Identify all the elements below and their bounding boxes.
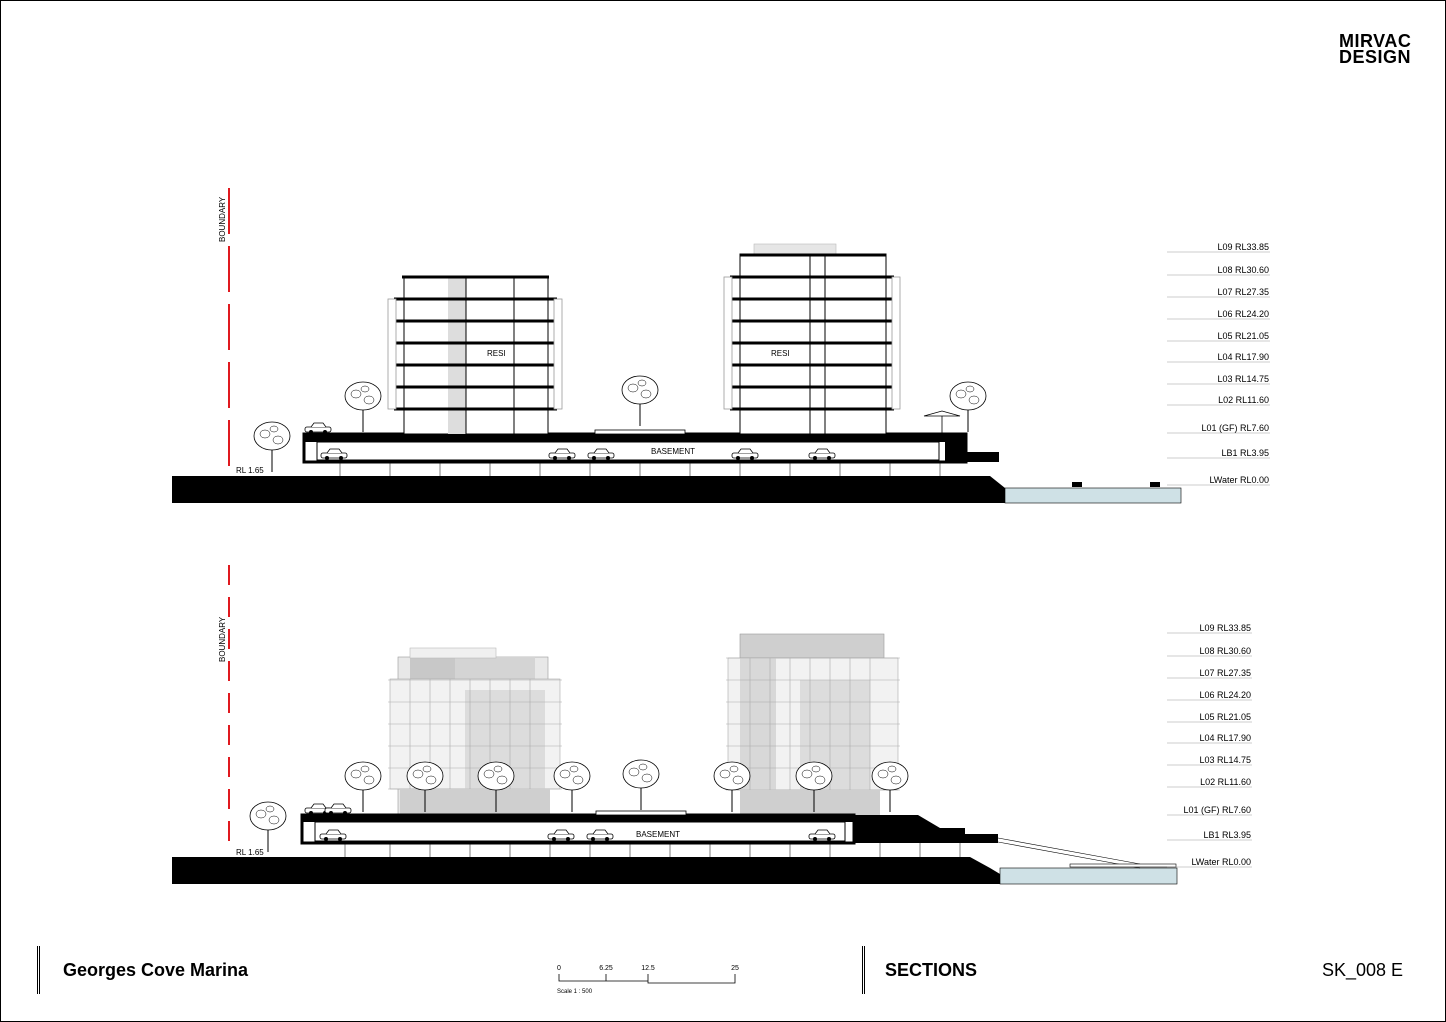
basement-label-1: BASEMENT <box>651 447 695 456</box>
level-label: L02 RL11.60 <box>1200 777 1251 787</box>
water-1 <box>1004 487 1182 504</box>
level-label: L09 RL33.85 <box>1217 242 1269 252</box>
level-label: L02 RL11.60 <box>1218 395 1269 405</box>
level-label: L08 RL30.60 <box>1217 265 1269 275</box>
boundary-label-1: BOUNDARY <box>218 196 227 242</box>
site-rl-1: RL 1.65 <box>236 466 264 475</box>
scale-tick-label: 6.25 <box>599 965 613 972</box>
scale-label: Scale 1 : 500 <box>557 989 593 995</box>
level-label: L04 RL17.90 <box>1217 352 1269 362</box>
scale-tick-label: 25 <box>731 965 739 972</box>
level-label: L03 RL14.75 <box>1217 374 1269 384</box>
level-labels-1: L09 RL33.85 L08 RL30.60 L07 RL27.35 L06 … <box>1201 242 1269 485</box>
resi-label-a: RESI <box>487 349 506 358</box>
section-1: BOUNDARY RL 1.65 BASEMENT <box>172 188 1270 504</box>
level-label: LWater RL0.00 <box>1209 475 1269 485</box>
level-label: L01 (GF) RL7.60 <box>1201 423 1269 433</box>
title-block-divider-right <box>862 946 865 994</box>
scale-tick-label: 0 <box>557 965 561 972</box>
level-labels-2: L09 RL33.85 L08 RL30.60 L07 RL27.35 L06 … <box>1183 623 1251 867</box>
level-label: L04 RL17.90 <box>1199 733 1251 743</box>
scale-tick-label: 12.5 <box>641 965 655 972</box>
level-label: L06 RL24.20 <box>1199 690 1251 700</box>
mirvac-design-logo: MIRVAC DESIGN <box>1339 31 1412 67</box>
building-b-1: RESI <box>723 243 901 435</box>
resi-label-b: RESI <box>771 349 790 358</box>
level-label: L05 RL21.05 <box>1217 331 1269 341</box>
logo-line-1: MIRVAC <box>1339 31 1412 51</box>
level-label: L03 RL14.75 <box>1199 755 1251 765</box>
level-label: LB1 RL3.95 <box>1203 830 1251 840</box>
level-label: L07 RL27.35 <box>1217 287 1269 297</box>
section-2: BOUNDARY RL 1.65 <box>172 565 1252 885</box>
title-block-divider-left <box>37 946 40 994</box>
sheet-title: SECTIONS <box>885 960 978 980</box>
ground-1 <box>172 476 1030 503</box>
level-label: LB1 RL3.95 <box>1221 448 1269 458</box>
level-label: LWater RL0.00 <box>1191 857 1251 867</box>
logo-line-2: DESIGN <box>1339 47 1412 67</box>
basement-label-2: BASEMENT <box>636 830 680 839</box>
building-a-1: RESI <box>387 275 563 435</box>
title-block: Georges Cove Marina 0 6.25 12.5 25 Scale… <box>0 940 1446 1000</box>
level-label: L08 RL30.60 <box>1199 646 1251 656</box>
level-label: L07 RL27.35 <box>1199 668 1251 678</box>
scale-bar: 0 6.25 12.5 25 Scale 1 : 500 <box>557 965 739 995</box>
ground-2 <box>172 857 1035 884</box>
site-rl-2: RL 1.65 <box>236 848 264 857</box>
boundary-label-2: BOUNDARY <box>218 616 227 662</box>
level-lines-2 <box>1167 632 1252 868</box>
water-2 <box>999 867 1178 885</box>
drawing-number: SK_008 E <box>1322 960 1404 980</box>
building-a-2 <box>388 647 562 816</box>
level-label: L01 (GF) RL7.60 <box>1183 805 1251 815</box>
level-lines-1 <box>1167 251 1270 486</box>
project-title: Georges Cove Marina <box>63 960 249 980</box>
level-label: L09 RL33.85 <box>1199 623 1251 633</box>
level-label: L06 RL24.20 <box>1217 309 1269 319</box>
level-label: L05 RL21.05 <box>1199 712 1251 722</box>
